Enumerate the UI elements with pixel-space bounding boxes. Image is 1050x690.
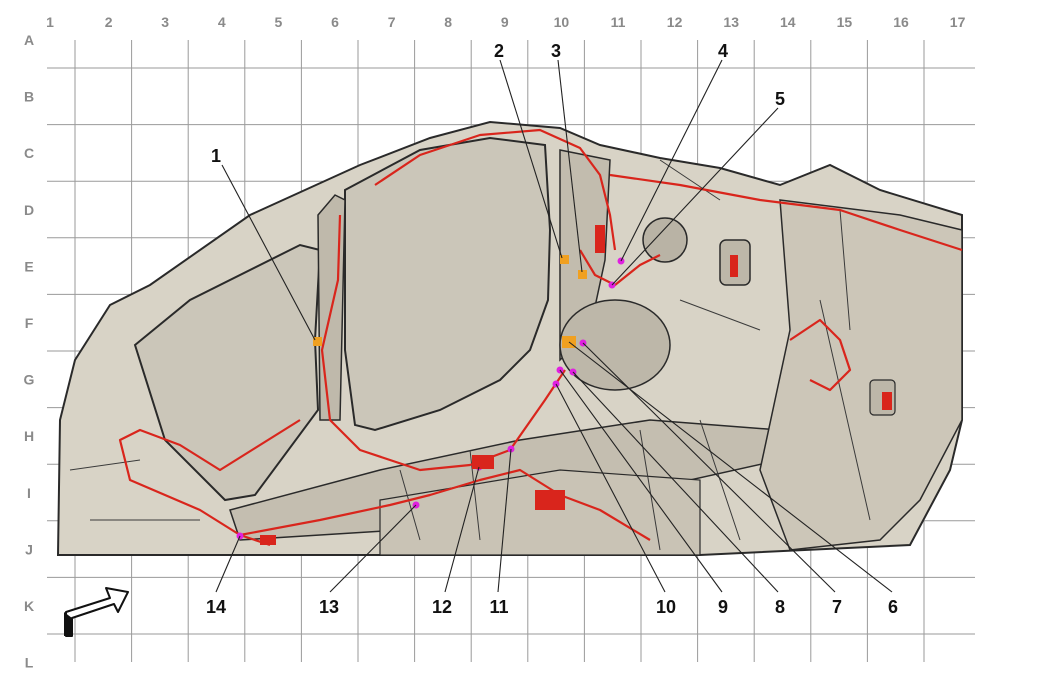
rear-door-window (344, 136, 552, 432)
grid-column-label: 4 (218, 14, 226, 30)
callout-4: 4 (718, 41, 728, 61)
grid-row-label: H (24, 428, 34, 444)
callout-8: 8 (775, 597, 785, 617)
leader-line-3 (557, 59, 583, 273)
harness-rocker-run (239, 468, 651, 541)
callout-9: 9 (718, 597, 728, 617)
grid-column-label: 16 (893, 14, 909, 30)
harness-b-pillar-run (320, 214, 566, 472)
c-pillar-inner (559, 149, 611, 362)
grid-column-label: 7 (388, 14, 396, 30)
grid-row-label: B (24, 89, 34, 105)
fuel-filler (642, 217, 688, 263)
leader-line-4 (620, 59, 723, 262)
grid-row-label: J (25, 541, 33, 557)
grid-column-label: 5 (275, 14, 283, 30)
grid-row-label: E (24, 258, 33, 274)
connector-orange (560, 255, 569, 264)
grid-row-label: K (24, 598, 34, 614)
grid-row-label: A (24, 32, 34, 48)
harness-roof-run (374, 128, 617, 251)
leader-line-9 (559, 369, 723, 593)
grid-row-label: G (24, 372, 35, 388)
harness-rear-run (789, 318, 852, 392)
callout-6: 6 (888, 597, 898, 617)
wheel-arch (559, 299, 671, 391)
leader-line-1 (221, 164, 316, 341)
grid-row-label: C (24, 145, 34, 161)
grid-column-label: 8 (444, 14, 452, 30)
leader-line-2 (499, 59, 563, 259)
grid-column-label: 6 (331, 14, 339, 30)
grid-column-label: 9 (501, 14, 509, 30)
rear-quarter-panel (759, 199, 963, 551)
leader-line-11 (497, 448, 512, 593)
grid-column-label: 17 (950, 14, 966, 30)
callout-7: 7 (832, 597, 842, 617)
grid-column-label: 13 (723, 14, 739, 30)
leader-line-12 (444, 466, 480, 593)
connector-red-block (535, 490, 565, 510)
callout-3: 3 (551, 41, 561, 61)
callout-11: 11 (489, 597, 508, 617)
grid-row-label: F (25, 315, 34, 331)
grid-column-label: 14 (780, 14, 796, 30)
leader-line-13 (329, 504, 417, 593)
grid-column-label: 11 (611, 14, 626, 30)
connector-red-block (260, 535, 276, 545)
connector-orange (578, 270, 587, 279)
grid-row-label: L (25, 655, 34, 671)
callout-12: 12 (432, 597, 452, 617)
grid-column-label: 12 (667, 14, 683, 30)
grid-row-label: I (27, 485, 31, 501)
connector-orange (313, 337, 322, 346)
body-detail-lines (69, 159, 871, 551)
callout-10: 10 (656, 597, 676, 617)
callout-2: 2 (494, 41, 504, 61)
leader-line-8 (572, 371, 779, 593)
connector-red-block (730, 255, 738, 277)
leader-line-7 (582, 342, 836, 593)
callout-1: 1 (211, 146, 221, 166)
grid-column-label: 10 (554, 14, 570, 30)
harness-front-door-run (118, 419, 301, 547)
grid-row-label: D (24, 202, 34, 218)
callout-13: 13 (319, 597, 339, 617)
harness-quarter-run (609, 173, 963, 252)
leader-line-5 (611, 107, 779, 286)
forward-arrow-icon (64, 587, 129, 637)
callout-leader-lines (215, 59, 893, 593)
grid-column-label: 3 (161, 14, 169, 30)
callout-14: 14 (206, 597, 226, 617)
leader-line-14 (215, 535, 241, 593)
grid-column-label: 15 (837, 14, 853, 30)
leader-line-6 (568, 341, 893, 593)
wiring-harness (118, 128, 963, 547)
callout-5: 5 (775, 89, 785, 109)
grid-column-label: 2 (105, 14, 113, 30)
connector-red-block (595, 225, 605, 253)
connector-red-block (882, 392, 892, 410)
connector-red-block (472, 455, 494, 469)
grid-column-label: 1 (46, 14, 54, 30)
vehicle-body-illustration (56, 120, 963, 556)
callout-labels: 1 2 3 4 5 14 13 12 11 10 9 8 7 6 (206, 41, 898, 617)
leader-line-10 (555, 383, 666, 593)
grid-row-labels: A B C D E F G H I J K L (24, 32, 35, 671)
